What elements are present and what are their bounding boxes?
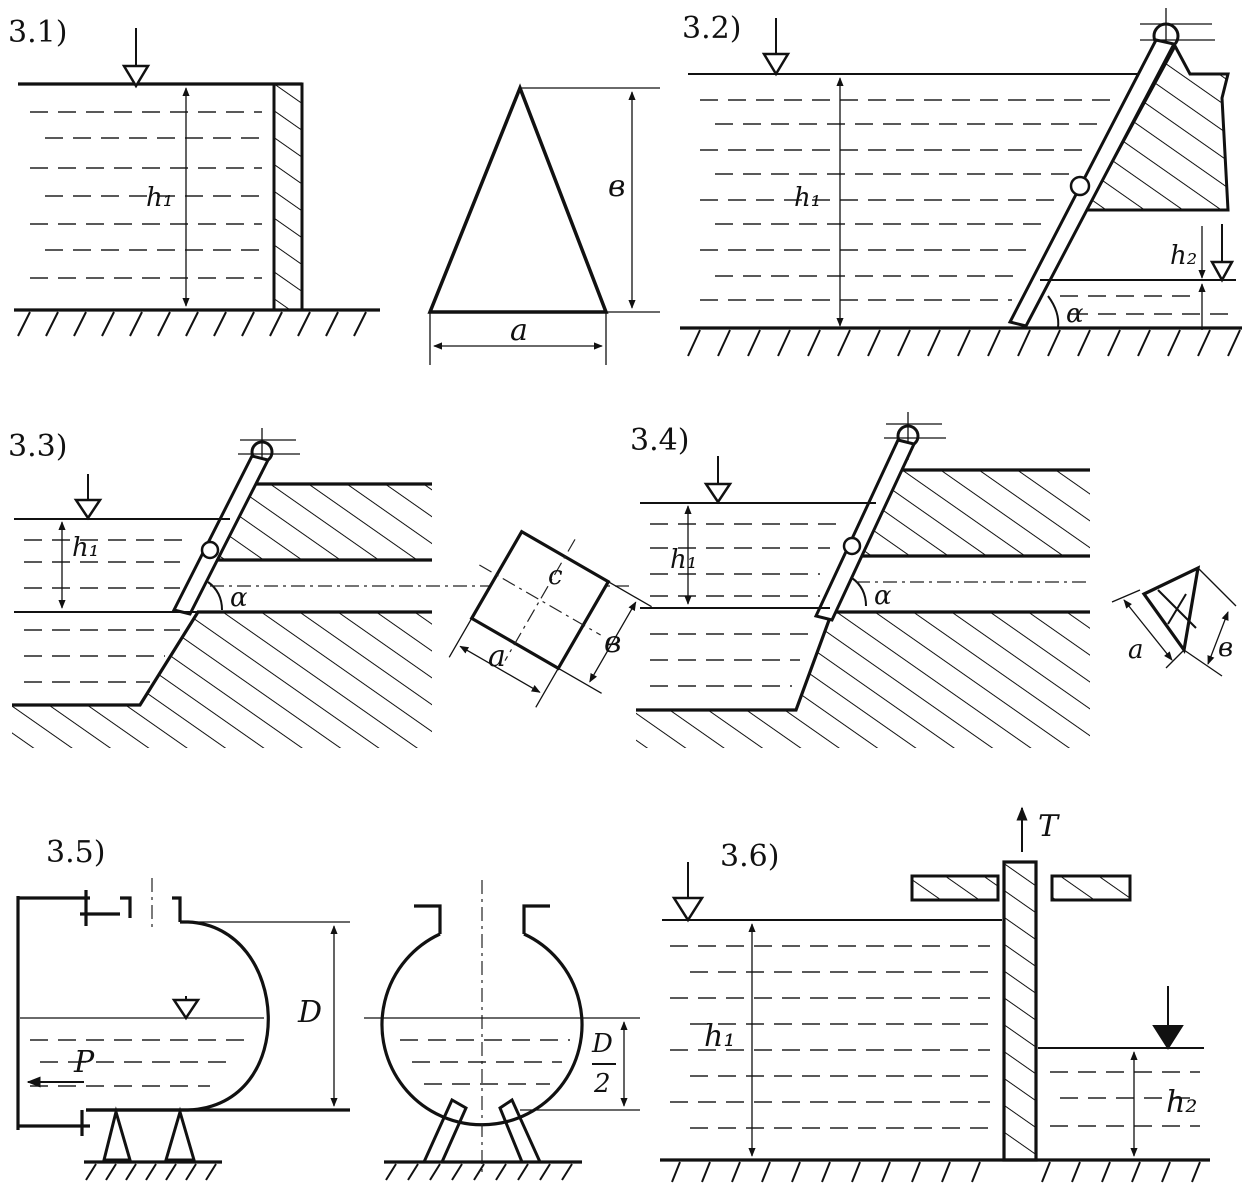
ground-slope [12, 612, 432, 748]
angle-label: 𝛼 [874, 581, 892, 611]
b-label: в [608, 169, 625, 204]
figure-3-2-label: 3.2) [682, 11, 741, 46]
tank-cross-section [364, 880, 640, 1181]
h1-label: h₁ [670, 545, 697, 575]
inclined-gate [1007, 38, 1177, 328]
half-D-numerator: D [591, 1029, 613, 1059]
b-label: в [604, 625, 621, 660]
figure-3-5: 3.5) D P [16, 835, 640, 1181]
a-label: a [488, 639, 506, 674]
figure-3-4-label: 3.4) [630, 423, 689, 458]
a-label: a [1128, 635, 1144, 665]
cylindrical-tank [86, 920, 270, 1112]
half-D-denominator: 2 [593, 1069, 611, 1099]
figure-3-2: 3.2) [680, 8, 1242, 357]
free-surface-arrow-icon [761, 52, 791, 77]
figure-3-3: 3.3) h₁ 𝛼 [8, 428, 652, 748]
figure-3-1-label: 3.1) [8, 15, 67, 50]
b-label: в [1218, 633, 1233, 663]
angle-label: 𝛼 [230, 583, 248, 613]
inclined-gate [813, 438, 917, 622]
rectangular-gate-detail [448, 529, 652, 708]
h1-label: h₁ [704, 1019, 735, 1054]
h2-label: h₂ [1170, 241, 1197, 271]
free-surface-arrow-icon [73, 498, 103, 521]
water-dashes [30, 111, 262, 279]
free-surface-arrow-icon [703, 482, 733, 505]
free-surface-arrow-icon [171, 998, 201, 1021]
h2-label: h₂ [1166, 1085, 1197, 1120]
free-surface-arrow-icon [1152, 1025, 1184, 1050]
D-label: D [297, 995, 322, 1030]
figure-3-4: 3.4) h₁ 𝛼 [630, 412, 1237, 748]
h1-label: h₁ [794, 183, 821, 213]
free-surface-arrow-icon [121, 64, 151, 89]
h1-label: h₁ [146, 183, 173, 213]
free-surface-arrow-icon [671, 896, 705, 923]
c-label: c [548, 561, 563, 591]
angle-label: 𝛼 [1066, 299, 1084, 329]
triangular-gate-detail [1111, 565, 1237, 677]
sluice-gate [1002, 860, 1038, 1162]
figure-3-3-label: 3.3) [8, 429, 67, 464]
T-label: T [1038, 809, 1060, 844]
inclined-gate [171, 454, 271, 616]
figure-3-5-label: 3.5) [46, 835, 105, 870]
P-label: P [73, 1045, 95, 1080]
figure-3-6-label: 3.6) [720, 839, 779, 874]
triangular-gate [427, 83, 609, 314]
h1-label: h₁ [72, 533, 99, 563]
figure-3-6: 3.6) T h₁ h₂ [660, 806, 1210, 1183]
vertical-wall [272, 82, 304, 312]
figure-3-1: 3.1) h₁ [8, 15, 660, 365]
a-label: a [510, 313, 528, 348]
